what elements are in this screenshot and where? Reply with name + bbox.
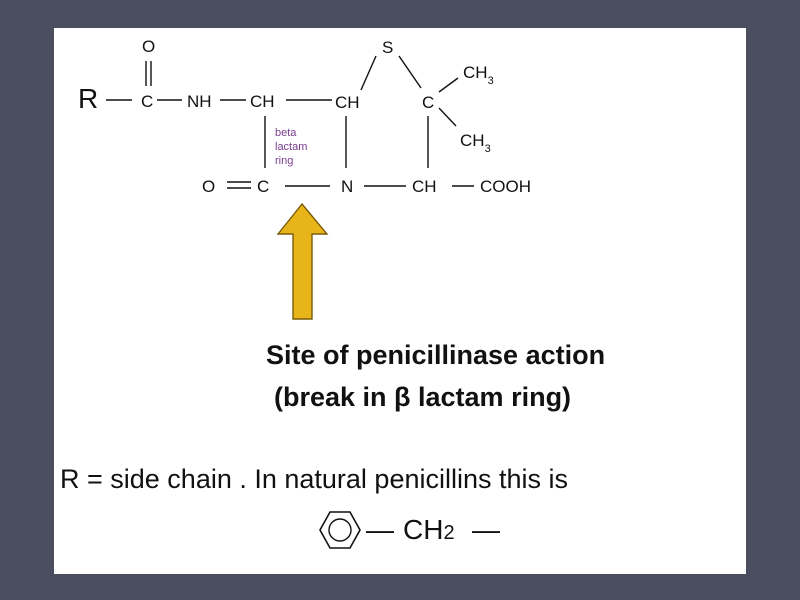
atom-ch-alpha: CH <box>250 92 275 111</box>
r-definition-text: R = side chain . In natural penicillins … <box>60 464 568 494</box>
atom-cooh: COOH <box>480 177 531 196</box>
benzyl-ch2: CH2 <box>403 514 455 545</box>
atom-ch3-upper: CH3 <box>463 63 494 87</box>
atom-c-gem: C <box>422 93 434 112</box>
atom-ch3-lower: CH3 <box>460 131 491 155</box>
ring-label-line-3: ring <box>275 155 293 167</box>
bond-c-ch3-lower <box>438 107 457 127</box>
penicillin-structure-diagram: R O C NH CH CH S C CH3 CH3 O C N CH COOH… <box>60 37 605 549</box>
bond-c-ch3-upper <box>438 77 459 93</box>
atom-s: S <box>382 38 393 57</box>
slide-panel: R O C NH CH CH S C CH3 CH3 O C N CH COOH… <box>54 28 746 574</box>
ring-label-line-2: lactam <box>275 141 307 153</box>
ring-label-line-1: beta <box>275 127 297 139</box>
atom-ch-beta: CH <box>335 93 360 112</box>
atom-nh: NH <box>187 92 212 111</box>
benzyl-dash-left: — <box>366 514 394 545</box>
atom-o-lactam: O <box>202 177 215 196</box>
caption-line-2: (break in β lactam ring) <box>274 382 571 412</box>
atom-c-lactam: C <box>257 177 269 196</box>
atom-o-top: O <box>142 37 155 56</box>
benzene-ring-icon <box>319 511 361 549</box>
bond-ch-s <box>360 55 377 91</box>
benzyl-dash-right: — <box>472 514 500 545</box>
caption-line-1: Site of penicillinase action <box>266 340 605 370</box>
penicillinase-arrow-icon <box>276 202 329 320</box>
bond-s-c <box>398 55 422 89</box>
atom-c-carbonyl: C <box>141 92 153 111</box>
atom-n: N <box>341 177 353 196</box>
atom-ch-carboxy: CH <box>412 177 437 196</box>
bonds <box>106 55 474 189</box>
atom-r: R <box>78 83 98 114</box>
